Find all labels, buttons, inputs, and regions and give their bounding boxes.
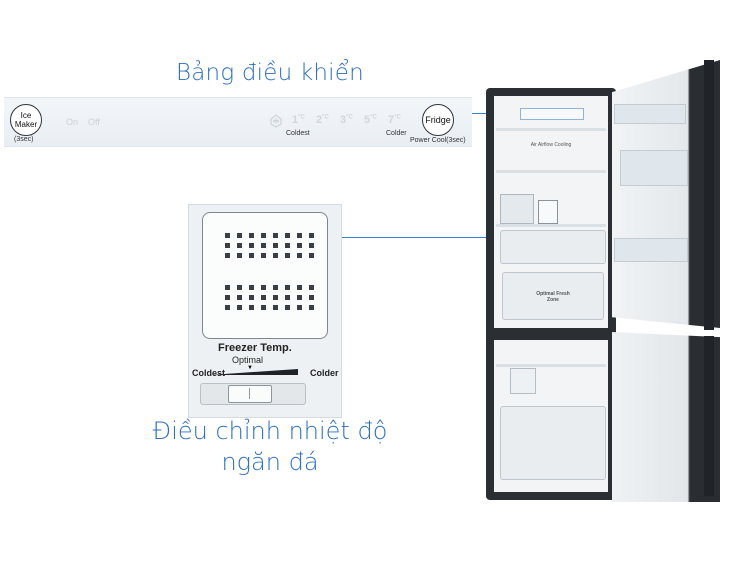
ice-on-indicator: On xyxy=(66,117,79,127)
temp-wedge-indicator xyxy=(210,369,298,375)
control-panel-heading: Bảng điều khiển xyxy=(176,60,364,86)
freezer-adjust-heading-line2: ngăn đá xyxy=(221,448,319,476)
fridge-shelf-1 xyxy=(496,128,606,131)
fridge-shelf-3 xyxy=(496,224,606,227)
snowflake-icon xyxy=(270,114,282,128)
door-handle-bottom xyxy=(704,336,714,496)
ice-maker-hint: (3sec) xyxy=(14,136,34,143)
panel-colder-label: Colder xyxy=(386,130,407,137)
fridge-button[interactable]: Fridge xyxy=(422,104,454,136)
temp-7: 7°C xyxy=(388,114,401,126)
door-handle-top xyxy=(704,60,714,330)
ice-maker-label-line1: Ice xyxy=(20,111,32,120)
fresh-zone-label-line1: Optimal Fresh xyxy=(536,291,570,297)
vent-holes-lower xyxy=(225,285,315,310)
fridge-airflow-label: Air Airflow Cooling xyxy=(530,142,572,148)
panel-coldest-label: Coldest xyxy=(286,130,310,137)
ice-maker-label-line2: Maker xyxy=(14,120,38,129)
temp-5: 5°C xyxy=(364,114,377,126)
door-shelf-1 xyxy=(614,104,686,124)
freezer-drawer xyxy=(500,406,606,480)
freezer-box xyxy=(510,368,536,394)
fridge-door-bottom xyxy=(612,332,720,502)
fridge-button-label: Fridge xyxy=(425,114,451,125)
freezer-colder-label: Colder xyxy=(310,368,339,378)
arrow-down-icon: ▼ xyxy=(247,365,253,371)
freezer-optimal-label: Optimal xyxy=(232,355,264,365)
freezer-temp-slider-knob[interactable] xyxy=(228,385,272,403)
freezer-temp-title: Freezer Temp. xyxy=(218,342,292,354)
freezer-shelf-1 xyxy=(496,364,606,367)
power-cool-hint: Power Cool(3sec) xyxy=(410,137,466,144)
freezer-dial-mini xyxy=(538,200,558,224)
ice-maker-unit xyxy=(500,194,534,224)
fridge-crisper-shelf xyxy=(500,230,606,264)
freezer-adjust-heading-line1: Điều chỉnh nhiệt độ xyxy=(152,417,388,445)
temp-1: 1°C xyxy=(292,114,305,126)
door-shelf-2 xyxy=(614,238,688,262)
fresh-zone-label-line2: Zone xyxy=(547,297,559,303)
freezer-coldest-label: Coldest xyxy=(192,368,226,378)
freezer-connector-line xyxy=(340,237,540,238)
temp-3: 3°C xyxy=(340,114,353,126)
optimal-fresh-zone-drawer: Optimal Fresh Zone xyxy=(502,272,604,320)
ice-maker-button[interactable]: Ice Maker xyxy=(10,104,42,136)
ice-off-indicator: Off xyxy=(88,117,100,127)
fridge-control-panel xyxy=(520,108,584,120)
vent-holes-upper xyxy=(225,233,315,258)
freezer-vent xyxy=(202,212,328,339)
fridge-shelf-2 xyxy=(496,170,606,173)
temp-2: 2°C xyxy=(316,114,329,126)
freezer-adjust-heading: Điều chỉnh nhiệt độ ngăn đá xyxy=(150,416,390,478)
fridge-temp-scale: 1°C 2°C 3°C 5°C 7°C xyxy=(292,114,412,130)
water-dispenser xyxy=(620,150,688,186)
control-panel-strip xyxy=(4,97,472,147)
